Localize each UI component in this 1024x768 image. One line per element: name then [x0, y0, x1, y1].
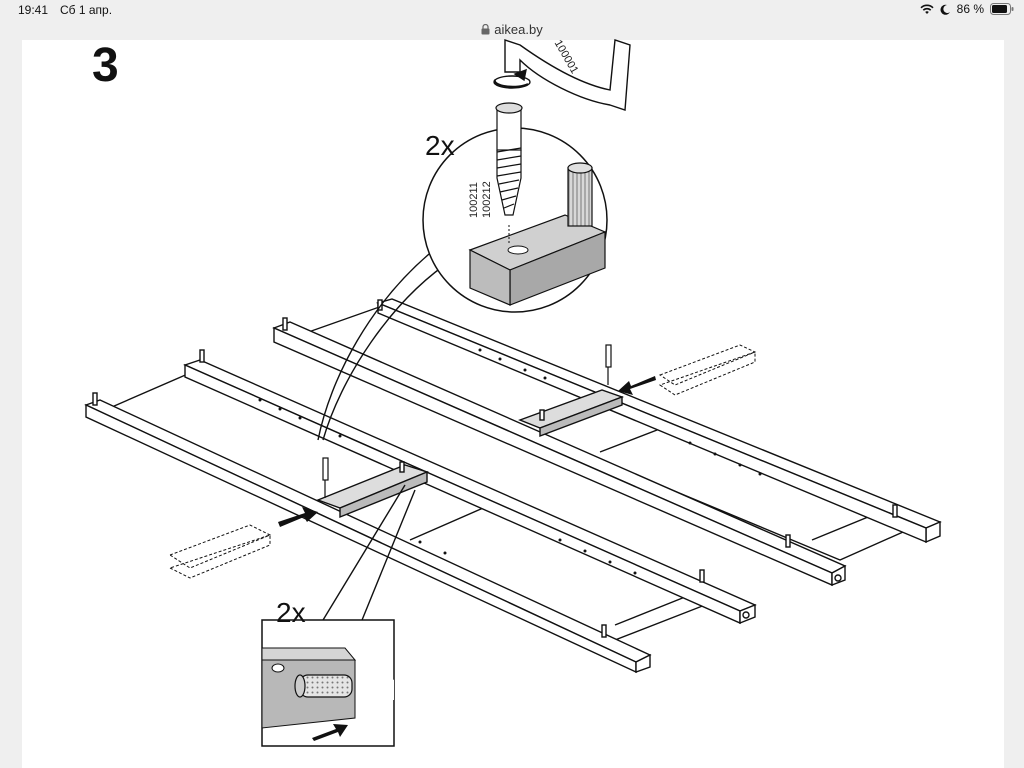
ghost-dowels: [168, 344, 757, 579]
detail-bubble-top: [422, 102, 608, 313]
status-bar: 19:41 Сб 1 апр. 86 %: [0, 0, 1024, 20]
battery-percent: 86 %: [956, 2, 984, 16]
address-bar[interactable]: aikea.by: [0, 18, 1024, 40]
status-date: Сб 1 апр.: [60, 3, 113, 17]
step-number: 3: [92, 39, 119, 92]
front-bed-frame: [84, 349, 757, 674]
allen-key-icon: [493, 39, 631, 111]
status-indicators: 86 %: [920, 2, 1014, 16]
back-bed-frame: [272, 298, 942, 587]
moon-icon: [940, 4, 950, 15]
arrow-right-icon: [312, 724, 348, 741]
lock-icon: [481, 23, 490, 34]
bolt-markers: [322, 344, 612, 498]
arrow-left-icon: [618, 376, 656, 395]
url-text[interactable]: aikea.by: [494, 21, 543, 37]
insert-arrows: [278, 376, 656, 527]
quantity-label-bottom: 2x: [276, 597, 306, 628]
status-time: 19:41: [18, 3, 49, 17]
wifi-icon: [920, 4, 934, 14]
detail-box-bottom: [261, 619, 395, 747]
callout-lines: [317, 244, 456, 626]
battery-icon: [990, 3, 1014, 15]
quantity-label-top: 2x: [425, 130, 455, 161]
part-number-bolt-a: 100211: [468, 182, 480, 218]
part-number-bolt-b: 100212: [481, 181, 493, 218]
arrow-right-icon: [278, 507, 318, 527]
